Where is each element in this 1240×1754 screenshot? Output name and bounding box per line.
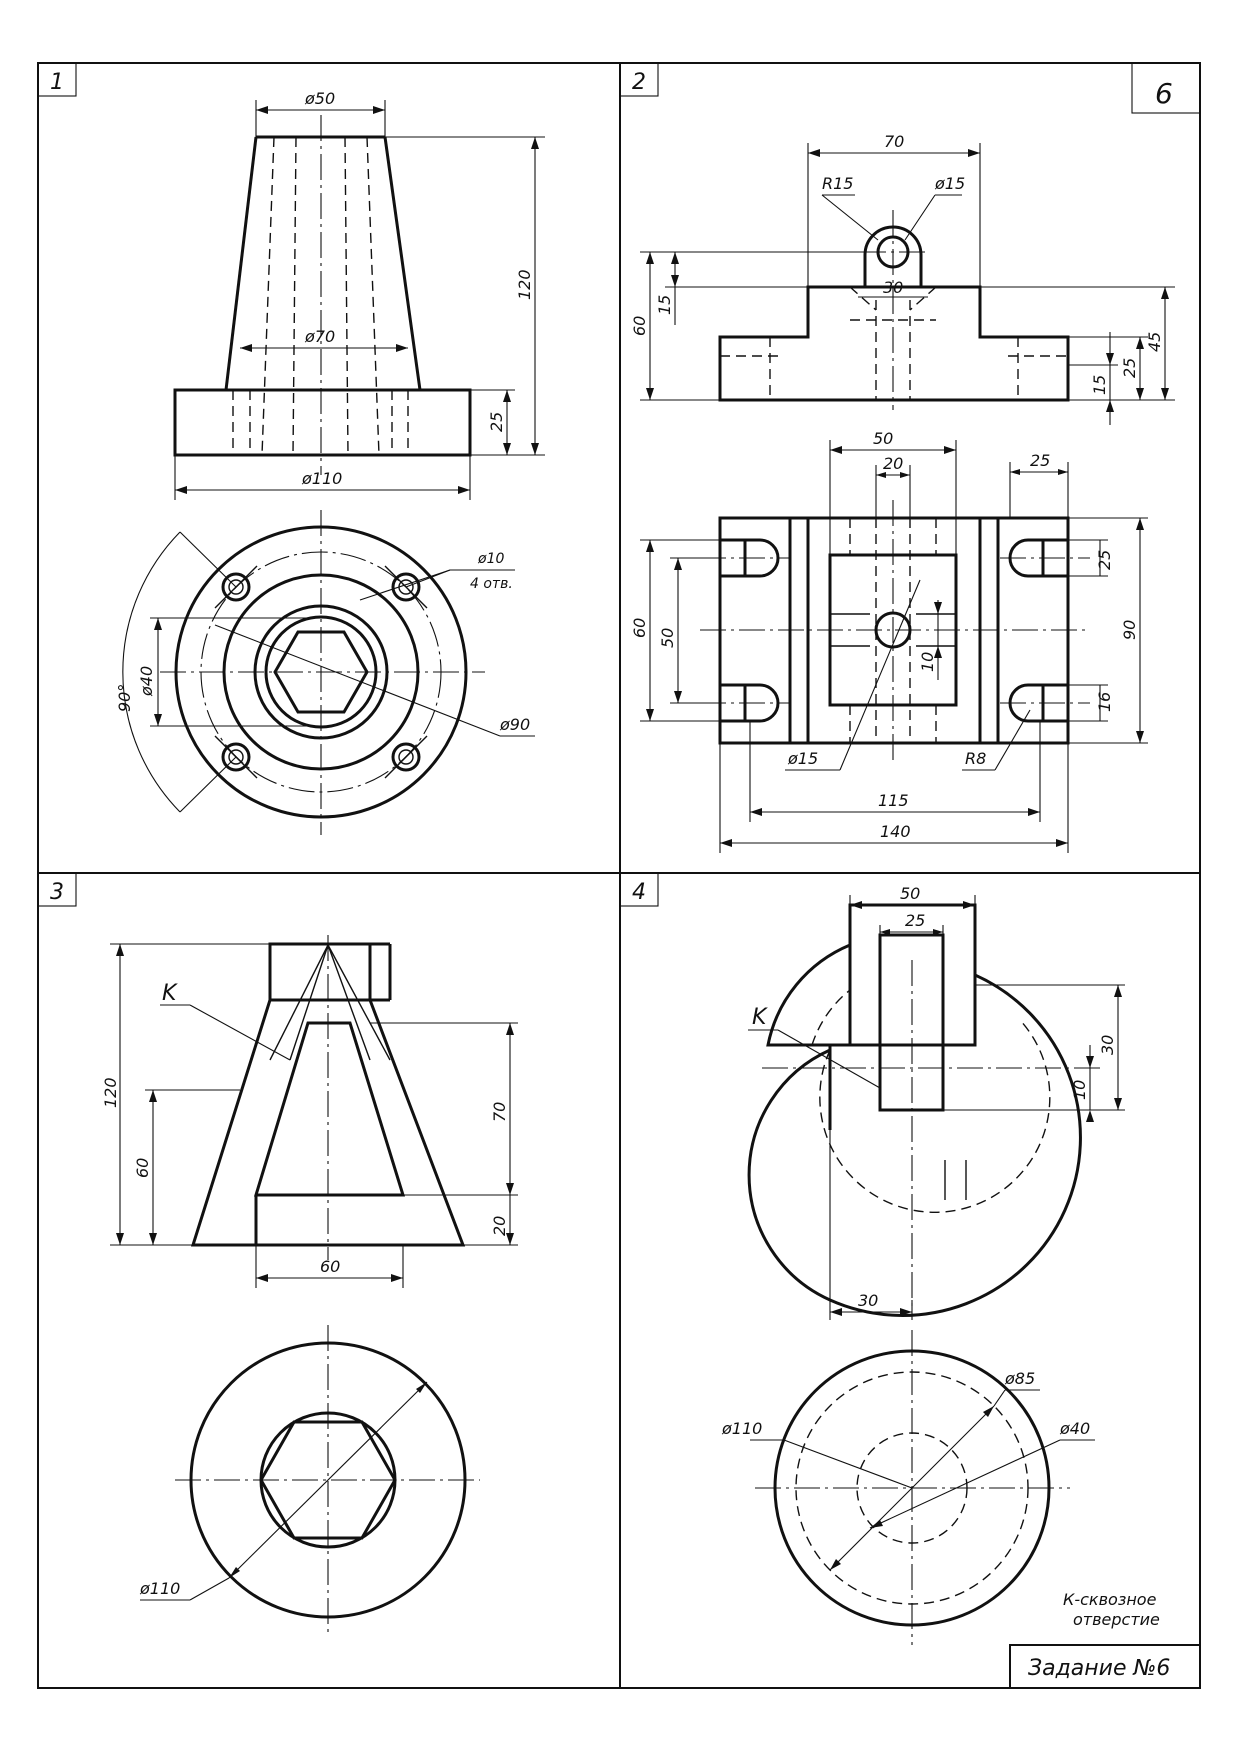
q2-front-dimensions: 70 R15 ø15 30 60 15 45 <box>630 132 1175 425</box>
svg-text:70: 70 <box>884 132 904 151</box>
svg-text:ø70: ø70 <box>304 327 335 346</box>
svg-text:K: K <box>162 981 178 1006</box>
svg-text:6: 6 <box>1155 77 1173 110</box>
svg-text:25: 25 <box>1030 451 1050 470</box>
q1-front-dimensions: ø50 ø70 ø110 120 25 <box>174 89 545 500</box>
svg-text:ø15: ø15 <box>934 174 965 193</box>
svg-text:4 отв.: 4 отв. <box>470 576 513 592</box>
svg-text:ø110: ø110 <box>301 469 342 488</box>
svg-text:R15: R15 <box>822 174 853 193</box>
svg-text:ø15: ø15 <box>787 749 818 768</box>
svg-text:140: 140 <box>880 822 911 841</box>
svg-text:ø50: ø50 <box>304 89 335 108</box>
svg-text:ø40: ø40 <box>137 666 156 697</box>
svg-text:25: 25 <box>1120 358 1139 378</box>
sheet-frame <box>37 62 1201 1689</box>
q2-top-view <box>700 500 1090 760</box>
svg-text:4: 4 <box>632 880 646 905</box>
svg-text:ø10: ø10 <box>477 551 504 567</box>
q4-front-dimensions: 50 25 K 30 10 30 <box>748 884 1125 1320</box>
svg-text:ø40: ø40 <box>1059 1419 1090 1438</box>
svg-text:2: 2 <box>632 70 646 95</box>
svg-text:10: 10 <box>918 652 937 672</box>
svg-text:R8: R8 <box>965 749 986 768</box>
q4-top-dimensions: ø85 ø110 ø40 <box>721 1369 1095 1571</box>
svg-text:115: 115 <box>878 791 909 810</box>
q3-top-view <box>175 1325 480 1635</box>
variant-box: 6 <box>1131 62 1201 114</box>
q4-front-view <box>747 903 1105 1317</box>
svg-text:120: 120 <box>101 1077 120 1108</box>
title-block: Задание №6 <box>1009 1644 1201 1689</box>
svg-text:70: 70 <box>490 1102 509 1122</box>
svg-text:10: 10 <box>1070 1080 1089 1100</box>
svg-text:25: 25 <box>905 911 925 930</box>
svg-text:20: 20 <box>883 454 903 473</box>
q1-top-view <box>160 510 485 835</box>
svg-text:60: 60 <box>133 1158 152 1178</box>
svg-text:30: 30 <box>858 1291 878 1310</box>
svg-text:K: K <box>752 1005 768 1030</box>
quadrant-label-3: 3 <box>37 872 77 907</box>
svg-text:ø85: ø85 <box>1004 1369 1035 1388</box>
svg-text:20: 20 <box>490 1216 509 1236</box>
svg-text:15: 15 <box>655 295 674 315</box>
svg-text:30: 30 <box>1098 1035 1117 1055</box>
svg-text:25: 25 <box>1095 550 1114 570</box>
quadrant-label-2: 2 <box>619 62 659 97</box>
svg-text:1: 1 <box>50 70 64 95</box>
svg-text:120: 120 <box>515 269 534 300</box>
svg-text:3: 3 <box>50 880 64 905</box>
svg-text:50: 50 <box>658 628 677 648</box>
q1-top-dimensions: ø10 4 отв. ø40 ø90 90° <box>115 531 535 813</box>
q3-top-dimensions: ø110 <box>139 1381 428 1601</box>
svg-text:16: 16 <box>1095 692 1114 712</box>
q2-front-view <box>718 210 1070 410</box>
svg-text:Задание №6: Задание №6 <box>1028 1656 1170 1681</box>
quadrant-label-1: 1 <box>37 62 77 97</box>
hole-note: К-сквозное отверстие <box>1063 1590 1160 1629</box>
quadrant-label-4: 4 <box>619 872 659 907</box>
svg-text:60: 60 <box>630 316 649 336</box>
svg-text:90: 90 <box>1120 620 1139 640</box>
svg-text:отверстие: отверстие <box>1073 1610 1160 1629</box>
q1-front-view <box>173 115 472 475</box>
q3-front-dimensions: K 120 60 70 20 60 <box>101 943 518 1288</box>
svg-text:15: 15 <box>1090 375 1109 395</box>
svg-text:30: 30 <box>883 278 903 297</box>
svg-text:60: 60 <box>630 618 649 638</box>
svg-text:50: 50 <box>873 429 893 448</box>
q3-front-view <box>190 935 466 1260</box>
svg-text:К-сквозное: К-сквозное <box>1063 1590 1157 1609</box>
q2-top-dimensions: 50 20 25 60 50 90 <box>630 429 1148 853</box>
svg-text:ø110: ø110 <box>721 1419 762 1438</box>
svg-text:ø90: ø90 <box>499 715 530 734</box>
svg-text:25: 25 <box>487 412 506 432</box>
svg-text:50: 50 <box>900 884 920 903</box>
svg-text:90°: 90° <box>115 684 134 712</box>
svg-text:ø110: ø110 <box>139 1579 180 1598</box>
svg-text:45: 45 <box>1145 332 1164 352</box>
svg-text:60: 60 <box>320 1257 340 1276</box>
